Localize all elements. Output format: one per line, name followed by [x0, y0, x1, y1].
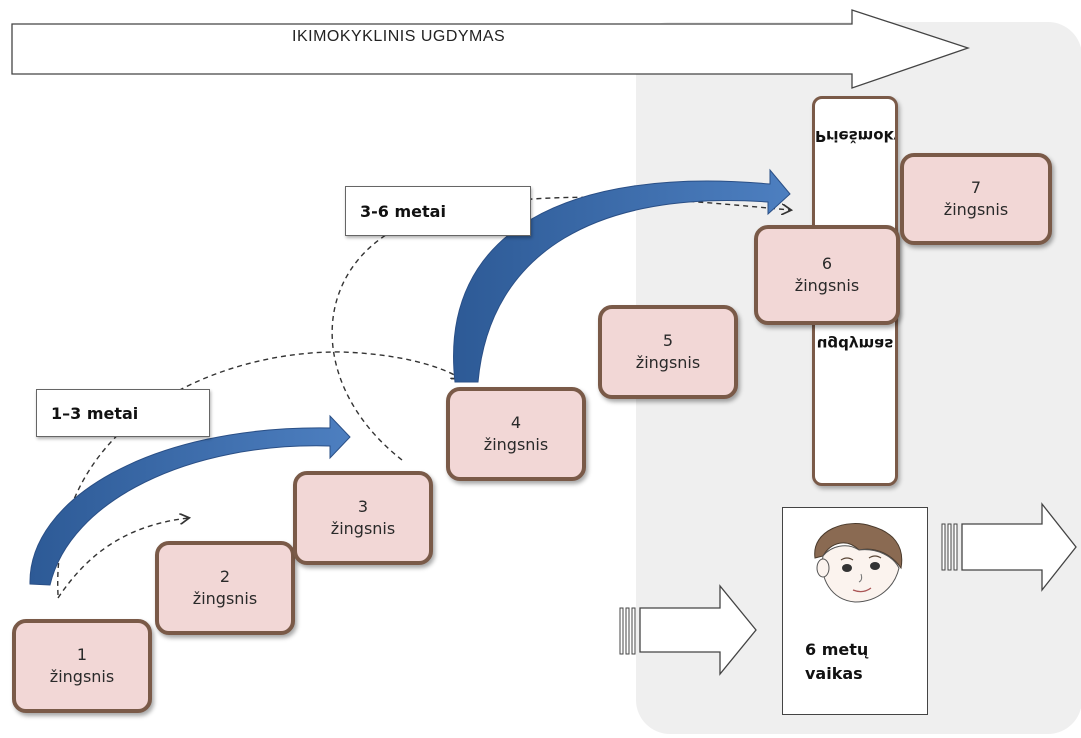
age-label-3-6: 3-6 metai [345, 186, 531, 236]
vertical-text-top: Priešmokyklinis [815, 127, 895, 145]
curved-arrow-1-3 [29, 414, 351, 586]
curved-arrow-3-6 [453, 168, 791, 383]
step-label: žingsnis [49, 667, 115, 686]
step-number: 4 [510, 413, 522, 432]
transition-arrow-right [941, 502, 1077, 592]
child-label-line1: 6 metų [805, 640, 869, 659]
step-label: žingsnis [794, 276, 860, 295]
transition-arrow-left [619, 584, 757, 676]
step-label: žingsnis [943, 200, 1009, 219]
step-5: 5 žingsnis [598, 305, 738, 399]
age-label-text: 1–3 metai [51, 403, 139, 423]
child-label-line2: vaikas [805, 664, 863, 683]
child-label: 6 metų vaikas [805, 638, 868, 686]
step-number: 1 [76, 645, 88, 664]
step-4: 4 žingsnis [446, 387, 586, 481]
step-2: 2 žingsnis [155, 541, 295, 635]
step-label: žingsnis [330, 519, 396, 538]
step-number: 7 [970, 178, 982, 197]
step-number: 2 [219, 567, 231, 586]
step-6: 6 žingsnis [754, 225, 900, 325]
child-face-icon [814, 523, 903, 603]
age-label-1-3: 1–3 metai [36, 389, 210, 437]
step-label: žingsnis [192, 589, 258, 608]
step-1: 1 žingsnis [12, 619, 152, 713]
age-label-text: 3-6 metai [360, 201, 446, 221]
step-label: žingsnis [483, 435, 549, 454]
vertical-text-bottom: ugdymas [816, 335, 894, 353]
step-number: 6 [821, 254, 833, 273]
dashed-arrow-3 [331, 196, 790, 461]
dashed-arrow-2 [57, 351, 460, 596]
step-3: 3 žingsnis [293, 471, 433, 565]
preschool-banner-arrow [11, 9, 971, 89]
step-label: žingsnis [635, 353, 701, 372]
step-number: 5 [662, 331, 674, 350]
step-number: 3 [357, 497, 369, 516]
banner-title: IKIMOKYKLINIS UGDYMAS [292, 28, 506, 45]
step-7: 7 žingsnis [900, 153, 1052, 245]
child-card: 6 metų vaikas [782, 507, 928, 715]
dashed-arrow-1 [57, 518, 188, 599]
